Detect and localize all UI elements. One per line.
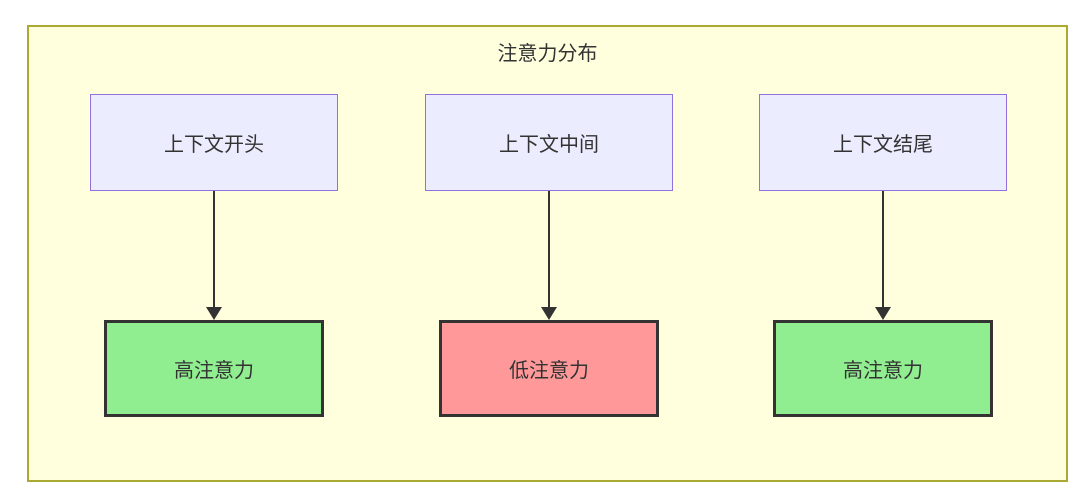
node-context-middle-label: 上下文中间: [499, 134, 599, 156]
arrow-down-icon: [541, 191, 557, 320]
arrow-down-icon: [875, 191, 891, 320]
node-context-end: 上下文结尾: [759, 94, 1007, 191]
node-high-attention-1-label: 高注意力: [174, 360, 254, 382]
node-context-start-label: 上下文开头: [164, 134, 264, 156]
arrow-down-icon: [206, 191, 222, 320]
node-low-attention: 低注意力: [439, 320, 659, 417]
node-high-attention-2-label: 高注意力: [843, 360, 923, 382]
node-context-end-label: 上下文结尾: [833, 134, 933, 156]
node-high-attention-2: 高注意力: [773, 320, 993, 417]
node-high-attention-1: 高注意力: [104, 320, 324, 417]
diagram-title: 注意力分布: [497, 43, 598, 65]
attention-distribution-subgraph: 注意力分布 上下文开头 高注意力 上下文中间 低注意力 上下文结尾 高注意力: [27, 25, 1068, 482]
node-context-middle: 上下文中间: [425, 94, 673, 191]
node-context-start: 上下文开头: [90, 94, 338, 191]
node-low-attention-label: 低注意力: [509, 360, 589, 382]
